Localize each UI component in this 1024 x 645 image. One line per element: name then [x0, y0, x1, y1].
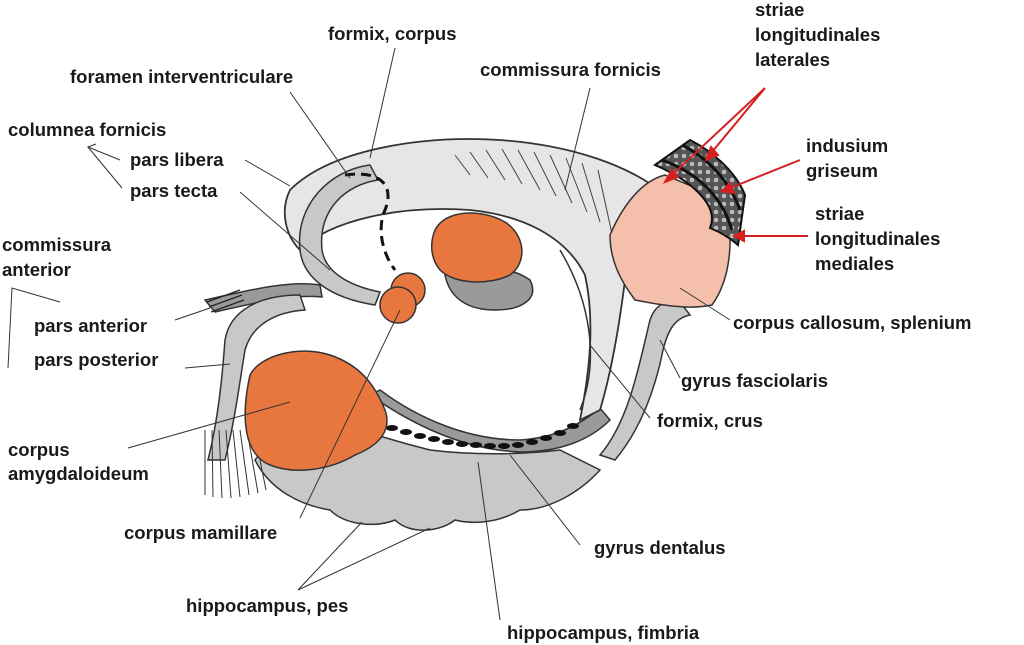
- label-foramen-interventriculare: foramen interventriculare: [70, 66, 294, 87]
- label-striae-medial-line2: longitudinales: [815, 228, 941, 249]
- label-pars-anterior: pars anterior: [34, 315, 148, 336]
- leader-lines: [7, 47, 731, 621]
- label-striae-lateral-line3: laterales: [755, 49, 831, 70]
- label-striae-lateral-line2: longitudinales: [755, 24, 881, 45]
- label-corpus-amygdaloideum-line1: corpus: [8, 439, 70, 460]
- label-hippocampus-pes: hippocampus, pes: [186, 595, 349, 616]
- columnea-fornicis-shape: [298, 164, 382, 306]
- label-gyrus-fasciolaris: gyrus fasciolaris: [681, 370, 829, 391]
- label-commissura-anterior-line1: commissura: [2, 234, 111, 255]
- gyrus-dentalus-beads: [386, 423, 579, 449]
- gyrus-fasciolaris-shape: [598, 300, 692, 461]
- commissura-anterior-shape: [203, 282, 323, 313]
- corpus-mamillare-lower: [379, 286, 417, 324]
- label-pars-libera: pars libera: [130, 149, 224, 170]
- stem-fibers: [204, 429, 267, 499]
- orange-central-shape: [430, 212, 523, 283]
- label-striae-medial-line1: striae: [815, 203, 865, 224]
- stria-medial-line: [681, 143, 742, 211]
- commissura-anterior-fibers: [206, 289, 245, 313]
- label-columnea-fornicis: columnea fornicis: [8, 119, 167, 140]
- label-corpus-amygdaloideum-line2: amygdaloideum: [8, 463, 149, 484]
- label-striae-medial-line3: mediales: [815, 253, 895, 274]
- stria-lateral-line: [661, 158, 734, 231]
- label-hippocampus-fimbria: hippocampus, fimbria: [507, 622, 700, 643]
- label-corpus-callosum-splenium: corpus callosum, splenium: [733, 312, 972, 333]
- label-indusium-line2: griseum: [806, 160, 878, 181]
- label-pars-tecta: pars tecta: [130, 180, 218, 201]
- label-fornix-crus: formix, crus: [657, 410, 763, 431]
- label-pars-posterior: pars posterior: [34, 349, 159, 370]
- label-commissura-anterior-line2: anterior: [2, 259, 71, 280]
- label-striae-lateral-line1: striae: [755, 0, 805, 20]
- pars-tecta-dashed: [344, 172, 397, 271]
- corpus-amygdaloideum-shape: [244, 350, 388, 471]
- label-indusium-line1: indusium: [806, 135, 889, 156]
- label-commissura-fornicis: commissura fornicis: [480, 59, 661, 80]
- fornix-crus-shape: [559, 249, 592, 411]
- fimbria-band: [368, 389, 612, 453]
- splenium-shape: [609, 174, 731, 308]
- label-corpus-mamillare: corpus mamillare: [124, 522, 278, 543]
- label-fornix-corpus: formix, corpus: [328, 23, 457, 44]
- commissura-fornicis-lines: [454, 148, 613, 235]
- label-gyrus-dentalus: gyrus dentalus: [594, 537, 726, 558]
- red-arrows: [662, 87, 808, 243]
